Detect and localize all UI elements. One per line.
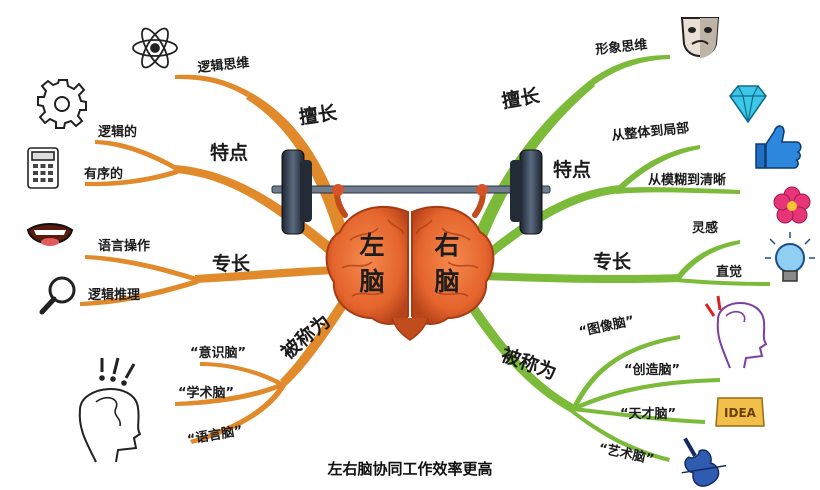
brain (325, 205, 495, 341)
left-good-at-item-1: 逻辑思维 (197, 55, 250, 76)
right-specialty-branch (484, 272, 680, 284)
left-good-at-branch (246, 92, 350, 244)
violin-icon (681, 437, 727, 487)
right-specialty-label: 专长 (593, 250, 632, 273)
brain-folds (341, 219, 479, 297)
flower-icon (773, 186, 811, 224)
right-features-item-1: 从整体到局部 (611, 120, 690, 144)
left-specialty-branch (195, 266, 336, 283)
right-called-twig-4 (570, 409, 670, 462)
left-features-branch (175, 165, 340, 258)
right-specialty-item-1: 灵感 (692, 220, 718, 236)
left-labels: 擅长 逻辑思维 特点 逻辑的 有序的 专长 语言操作 逻辑推理 被称为 “意识脑… (84, 55, 339, 448)
left-features-twig-1 (95, 140, 180, 171)
barbell-icon (271, 149, 551, 235)
diamond-icon (729, 85, 767, 124)
left-specialty-label: 专长 (212, 252, 251, 275)
right-specialty-twig-1 (676, 240, 740, 280)
left-specialty-twig-1 (85, 255, 200, 282)
magnifier-icon (39, 276, 76, 315)
left-specialty-item-1: 语言操作 (98, 238, 150, 254)
left-features-label: 特点 (210, 142, 248, 164)
right-called-item-3: “天才脑” (620, 406, 676, 422)
left-called-branch (280, 290, 354, 386)
left-called-item-3: “语言脑” (186, 422, 244, 447)
left-called-item-1: “意识脑” (190, 345, 246, 361)
brain-right-char-1: 右 (434, 231, 459, 260)
right-called-item-1: “图像脑” (578, 313, 636, 340)
right-good-at-label: 擅长 (500, 84, 542, 113)
right-good-at-twig (590, 55, 670, 85)
right-called-twig-3 (572, 407, 705, 424)
thinking-head-icon (78, 357, 142, 463)
lightbulb-icon (765, 232, 815, 282)
thumbs-up-icon (755, 125, 802, 169)
bottom-caption: 左右脑协同工作效率更高 (326, 460, 492, 478)
right-features-twig-1 (616, 145, 700, 192)
brain-left-char-2: 脑 (359, 267, 384, 296)
gear-icon (37, 79, 87, 129)
right-called-twig-2 (572, 378, 720, 411)
right-features-twig-2 (616, 187, 740, 194)
creative-head-icon (704, 295, 768, 369)
atom-icon (132, 27, 178, 69)
left-features-item-1: 逻辑的 (98, 124, 137, 140)
left-good-at-label: 擅长 (297, 101, 339, 129)
mouth-icon (26, 223, 74, 246)
brain-labels: 左 脑 右 脑 (359, 231, 459, 296)
brain-stem (391, 317, 429, 341)
right-features-item-2: 从模糊到清晰 (648, 172, 726, 188)
right-good-at-item-1: 形象思维 (595, 37, 648, 58)
theater-mask-icon (680, 17, 720, 58)
right-called-item-2: “创造脑” (624, 362, 680, 378)
left-called-twig-3 (190, 382, 286, 444)
brain-right-char-2: 脑 (434, 267, 459, 296)
idea-stamp-icon: IDEA (715, 397, 765, 427)
left-called-item-2: “学术脑” (178, 385, 234, 401)
left-features-item-2: 有序的 (84, 166, 123, 182)
left-branches (80, 74, 354, 444)
left-specialty-item-2: 逻辑推理 (88, 287, 140, 303)
left-good-at-twig (175, 74, 250, 97)
right-specialty-item-2: 直觉 (716, 264, 742, 280)
left-specialty-twig-2 (80, 278, 200, 306)
right-features-label: 特点 (553, 159, 591, 181)
right-specialty-twig-2 (676, 278, 770, 286)
left-features-twig-2 (85, 168, 180, 187)
calculator-icon (27, 147, 59, 189)
left-called-twig-2 (175, 382, 284, 406)
idea-text: IDEA (724, 406, 757, 420)
brain-left-char-1: 左 (359, 231, 384, 260)
left-called-twig-1 (200, 362, 282, 386)
